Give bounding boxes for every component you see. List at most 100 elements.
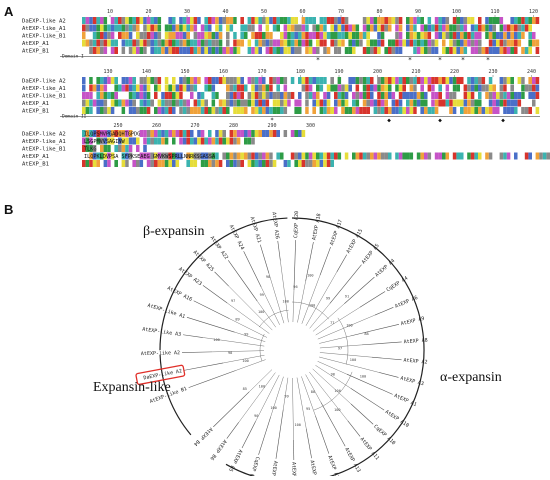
residue-cell: [118, 145, 122, 152]
residue-cell: [215, 32, 219, 39]
residue-cell: [147, 47, 151, 54]
residue-cell: [143, 17, 147, 24]
residue-cell: [384, 47, 388, 54]
residue-cell: [150, 107, 154, 114]
residue-cell: [500, 17, 504, 24]
tree-leaf-label: AtEXP B1: [309, 460, 319, 476]
residue-cell: [147, 85, 151, 92]
residue-cell: [305, 77, 309, 84]
residue-cell: [194, 92, 198, 99]
residue-cell: [248, 17, 252, 24]
residue-cell: [356, 47, 360, 54]
residue-cell: [132, 85, 136, 92]
residue-cell: [194, 130, 198, 137]
residue-cell: [464, 32, 468, 39]
residue-cell: [381, 47, 385, 54]
residue-cell: [240, 107, 244, 114]
residue-cell: [183, 32, 187, 39]
residue-cell: [280, 17, 284, 24]
residue-cell: [298, 100, 302, 107]
residue-cell: [341, 47, 345, 54]
residue-cell: [111, 77, 115, 84]
tree-leaf-label: AtEXP A1: [393, 393, 417, 408]
residue-cell: [104, 17, 108, 24]
tree-leaf-label: AtEXP A14: [326, 455, 341, 476]
residue-cell: [366, 47, 370, 54]
residue-cell: [449, 25, 453, 32]
residue-cell: [356, 100, 360, 107]
residue-cell: [114, 100, 118, 107]
residue-cell: [273, 100, 277, 107]
residue-cell: [147, 100, 151, 107]
residue-cell: [201, 32, 205, 39]
residue-cell: [485, 17, 489, 24]
residue-cell: [510, 107, 514, 114]
residue-cell: [302, 92, 306, 99]
bootstrap-label: 100: [360, 374, 367, 378]
residue-cell: [510, 85, 514, 92]
residue-cell: [356, 85, 360, 92]
residue-cell: [273, 77, 277, 84]
conserved-residue-marker: *: [408, 56, 412, 64]
residue-cell: [370, 25, 374, 32]
residue-cell: [312, 40, 316, 47]
residue-cell: [410, 85, 414, 92]
residue-cell: [129, 107, 133, 114]
residue-cell: [284, 77, 288, 84]
residue-cell: [510, 40, 514, 47]
residue-cell: [305, 85, 309, 92]
residue-cell: [298, 130, 302, 137]
residue-cell: [219, 47, 223, 54]
residue-cell: [122, 100, 126, 107]
conserved-residue-marker: *: [461, 56, 465, 64]
residue-cell: [424, 25, 428, 32]
residue-cell: [294, 25, 298, 32]
residue-cell: [230, 25, 234, 32]
residue-cell: [323, 160, 327, 167]
residue-cell: [320, 92, 324, 99]
residue-cell: [489, 92, 493, 99]
residue-cell: [442, 107, 446, 114]
residue-cell: [503, 85, 507, 92]
residue-cell: [190, 160, 194, 167]
tree-branch: [227, 422, 239, 438]
residue-cell: [168, 25, 172, 32]
residue-cell: [420, 47, 424, 54]
residue-cell: [532, 153, 536, 160]
residue-cell: [384, 153, 388, 160]
residue-cell: [176, 107, 180, 114]
residue-cell: [165, 92, 169, 99]
residue-cell: [118, 47, 122, 54]
residue-cell: [172, 100, 176, 107]
residue-cell: [122, 17, 126, 24]
residue-cell: [280, 32, 284, 39]
residue-cell: [251, 40, 255, 47]
residue-cell: [489, 17, 493, 24]
residue-cell: [136, 25, 140, 32]
residue-cell: [154, 107, 158, 114]
residue-cell: [172, 92, 176, 99]
residue-cell: [496, 100, 500, 107]
residue-cell: [222, 100, 226, 107]
residue-cell: [219, 100, 223, 107]
residue-cell: [525, 100, 529, 107]
residue-cell: [478, 100, 482, 107]
residue-cell: [93, 160, 97, 167]
residue-cell: [244, 92, 248, 99]
residue-cell: [114, 32, 118, 39]
residue-cell: [302, 77, 306, 84]
residue-cell: [500, 107, 504, 114]
residue-cell: [208, 107, 212, 114]
residue-cell: [96, 77, 100, 84]
residue-cell: [435, 100, 439, 107]
residue-cell: [302, 130, 306, 137]
residue-cell: [132, 138, 136, 145]
residue-cell: [438, 17, 442, 24]
tree-leaf-label: CqEXP A20: [293, 211, 300, 238]
residue-cell: [338, 153, 342, 160]
residue-cell: [471, 32, 475, 39]
residue-cell: [104, 25, 108, 32]
residue-cell: [471, 92, 475, 99]
tree-branch: [242, 421, 256, 448]
residue-cell: [453, 100, 457, 107]
